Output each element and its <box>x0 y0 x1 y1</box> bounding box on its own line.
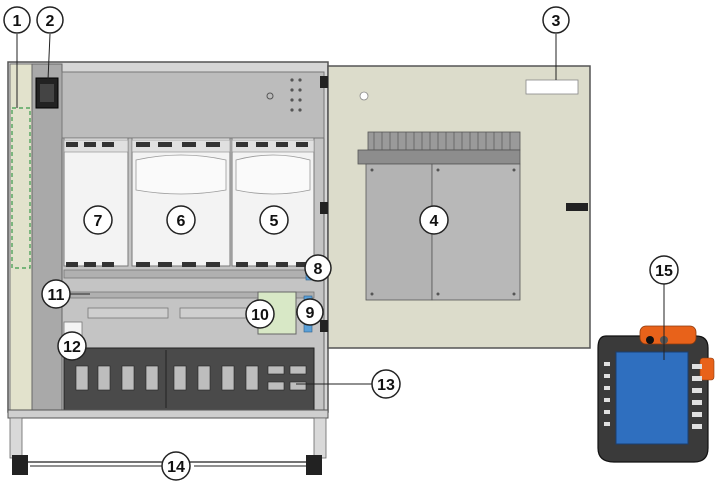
terminal-strip-a <box>87 307 169 319</box>
connector-panel <box>63 347 315 411</box>
callout-5: 5 <box>259 205 289 235</box>
svg-text:1: 1 <box>13 13 22 30</box>
callout-11: 11 <box>41 279 71 309</box>
svg-text:6: 6 <box>177 213 186 230</box>
svg-text:3: 3 <box>552 13 561 30</box>
cabinet-left-wall <box>31 63 63 411</box>
drive-module-5 <box>231 137 315 267</box>
callout-7: 7 <box>83 205 113 235</box>
drive-modules <box>63 137 315 267</box>
heat-exchanger-unit <box>357 131 521 301</box>
svg-text:8: 8 <box>314 261 323 278</box>
cabinet-door <box>320 65 591 349</box>
drive-module-7 <box>63 137 129 267</box>
callout-12: 12 <box>57 331 87 361</box>
callout-15: 15 <box>649 255 679 285</box>
svg-text:7: 7 <box>94 213 103 230</box>
top-plate-holes <box>266 78 302 112</box>
svg-text:5: 5 <box>270 213 279 230</box>
callout-3: 3 <box>542 6 570 34</box>
callout-4: 4 <box>419 205 449 235</box>
callout-14: 14 <box>161 451 191 481</box>
cabinet-feet <box>7 409 329 475</box>
cabinet-top-plate <box>61 71 325 139</box>
callout-13: 13 <box>371 369 401 399</box>
rail-upper <box>63 269 315 279</box>
callout-8: 8 <box>304 254 332 282</box>
svg-text:2: 2 <box>46 13 55 30</box>
svg-text:14: 14 <box>167 459 185 476</box>
svg-text:13: 13 <box>377 377 395 394</box>
callout-10: 10 <box>245 299 275 329</box>
pendant-screen <box>615 351 689 445</box>
svg-text:12: 12 <box>63 339 81 356</box>
callout-6: 6 <box>166 205 196 235</box>
foot-left <box>12 455 28 475</box>
door-handle <box>566 203 588 211</box>
svg-text:4: 4 <box>430 213 439 230</box>
terminal-strip-b <box>179 307 251 319</box>
door-label-plate <box>525 79 579 95</box>
callout-2: 2 <box>36 6 64 34</box>
svg-text:9: 9 <box>306 305 315 322</box>
side-strip-dashed-region <box>11 107 31 269</box>
teach-pendant <box>597 325 715 463</box>
callout-1: 1 <box>3 6 31 34</box>
callout-9: 9 <box>296 298 324 326</box>
callouts: 1 2 3 4 5 6 7 8 <box>3 6 679 481</box>
svg-text:15: 15 <box>655 263 673 280</box>
cabinet-side-strip <box>9 63 33 411</box>
drive-module-6 <box>131 137 231 267</box>
svg-text:11: 11 <box>48 287 65 304</box>
svg-text:10: 10 <box>251 307 269 324</box>
foot-right <box>306 455 322 475</box>
